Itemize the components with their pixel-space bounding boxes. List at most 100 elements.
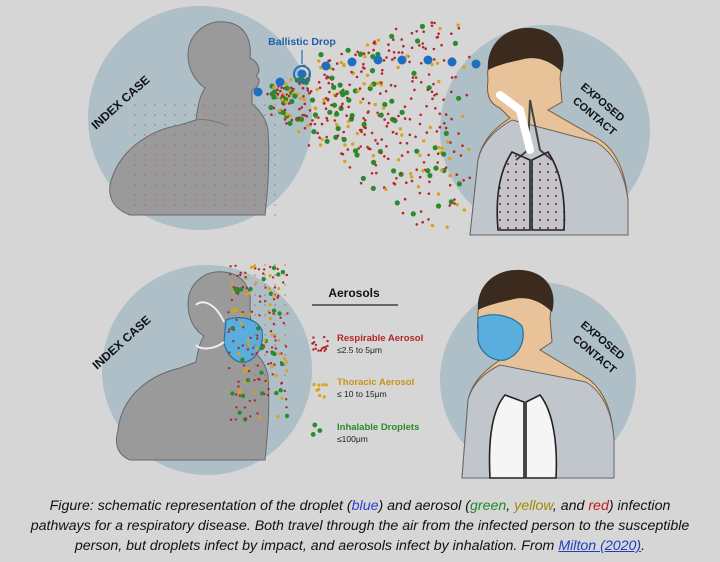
thoracic-dot: [232, 307, 236, 311]
inhalable-dot: [433, 165, 439, 171]
inhalable-dot: [271, 94, 277, 100]
respirable-dot: [380, 138, 384, 141]
respirable-dot: [318, 86, 322, 90]
respirable-dot: [257, 377, 260, 381]
respirable-dot: [449, 141, 452, 144]
respirable-dot: [249, 336, 252, 340]
respirable-dot: [405, 181, 408, 184]
respirable-dot: [265, 350, 269, 354]
respirable-dot: [303, 102, 307, 106]
respirable-dot: [442, 98, 445, 101]
respirable-dot: [256, 337, 259, 340]
respirable-dot: [298, 107, 301, 111]
respirable-dot: [359, 181, 363, 185]
thoracic-dot: [362, 82, 366, 86]
respirable-dot: [237, 346, 240, 350]
ballistic-droplet: [397, 55, 407, 65]
respirable-dot: [461, 144, 464, 147]
ballistic-droplet: [347, 57, 357, 67]
inhalable-dot: [318, 52, 324, 58]
respirable-dot: [301, 113, 305, 117]
thoracic-dot: [306, 123, 310, 127]
respirable-dot: [246, 348, 250, 351]
ballistic-droplet: [275, 77, 285, 87]
legend-dot: [318, 393, 322, 398]
exposed-top-person: [469, 27, 629, 236]
caption-source-link[interactable]: Milton (2020): [558, 538, 642, 554]
respirable-dot: [316, 131, 320, 135]
thoracic-dot: [240, 322, 244, 326]
caption-text-5: ) infection pathways for a respiratory d…: [30, 498, 690, 554]
respirable-dot: [317, 116, 320, 119]
inhalable-dot: [378, 112, 384, 118]
caption-text-3: ,: [506, 498, 515, 514]
respirable-dot: [367, 51, 371, 55]
thoracic-dot: [437, 79, 441, 84]
respirable-dot: [426, 88, 430, 92]
respirable-dot: [323, 73, 326, 77]
respirable-dot: [307, 144, 311, 147]
inhalable-dot: [441, 151, 447, 157]
aerosols-legend: Aerosols Respirable Aerosol ≤2.5 to 5μm …: [310, 286, 423, 444]
thoracic-dot: [467, 147, 471, 151]
respirable-dot: [381, 68, 384, 72]
respirable-dot: [457, 132, 460, 135]
respirable-dot: [434, 107, 437, 110]
respirable-dot: [465, 93, 469, 97]
inhalable-dot: [274, 390, 279, 396]
respirable-dot: [280, 382, 283, 385]
respirable-dot: [395, 132, 398, 135]
respirable-dot: [268, 311, 271, 314]
respirable-dot: [236, 292, 240, 295]
respirable-dot: [258, 295, 262, 298]
thoracic-dot: [351, 142, 355, 146]
respirable-dot: [289, 86, 293, 90]
inhalable-dot: [289, 98, 295, 105]
thoracic-dot: [276, 415, 280, 419]
legend-thoracic-name: Thoracic Aerosol: [337, 377, 414, 388]
thoracic-dot: [440, 146, 444, 151]
legend-dot: [326, 339, 329, 343]
respirable-dot: [242, 326, 245, 329]
caption-text-4: , and: [552, 498, 589, 514]
respirable-dot: [392, 51, 396, 54]
respirable-dot: [438, 112, 442, 116]
thoracic-dot: [430, 223, 434, 228]
thoracic-dot: [255, 347, 259, 351]
thoracic-dot: [342, 63, 346, 68]
inhalable-dot: [240, 393, 246, 398]
respirable-dot: [362, 52, 366, 55]
respirable-dot: [249, 415, 252, 418]
thoracic-dot: [356, 89, 360, 94]
respirable-dot: [340, 152, 343, 155]
inhalable-dot: [427, 172, 433, 179]
respirable-dot: [350, 70, 353, 74]
thoracic-dot: [400, 133, 404, 137]
respirable-dot: [243, 406, 247, 409]
respirable-dot: [455, 173, 459, 176]
thoracic-dot: [462, 208, 466, 212]
legend-dot: [312, 422, 318, 428]
thoracic-dot: [263, 339, 267, 343]
thoracic-dot: [254, 281, 258, 285]
legend-dot: [321, 383, 325, 387]
thoracic-dot: [409, 175, 414, 179]
respirable-dot: [399, 172, 403, 175]
respirable-dot: [418, 122, 422, 126]
respirable-dot: [374, 163, 378, 167]
caption-text-2: ) and aerosol (: [378, 498, 470, 514]
respirable-dot: [393, 56, 397, 60]
respirable-dot: [248, 399, 251, 403]
inhalable-dot: [259, 345, 264, 351]
respirable-dot: [444, 126, 448, 130]
inhalable-dot: [233, 286, 238, 292]
respirable-dot: [405, 142, 409, 145]
inhalable-dot: [272, 89, 278, 95]
inhalable-dot: [268, 104, 274, 111]
respirable-dot: [450, 90, 453, 94]
respirable-dot: [290, 118, 294, 122]
inhalable-dot: [299, 116, 305, 122]
respirable-dot: [436, 161, 440, 164]
inhalable-dot: [292, 93, 298, 99]
respirable-dot: [376, 111, 379, 115]
